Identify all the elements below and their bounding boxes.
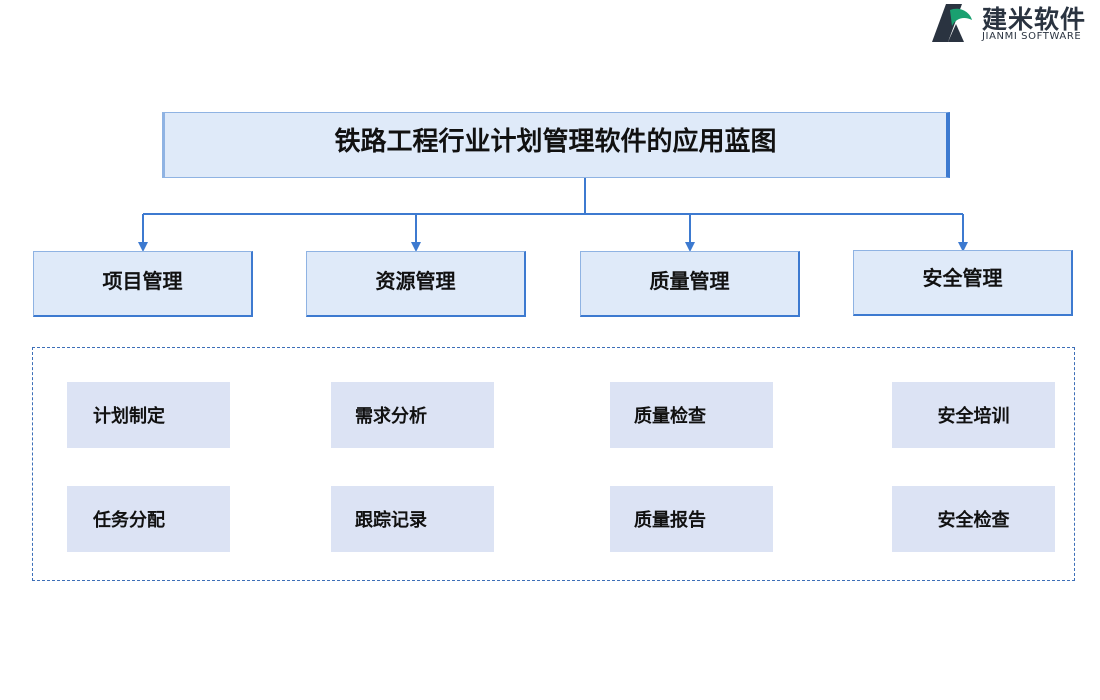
item-box: 任务分配	[67, 486, 230, 552]
item-label: 计划制定	[93, 406, 165, 427]
item-box: 安全培训	[892, 382, 1055, 448]
item-label: 任务分配	[93, 510, 165, 531]
category-label: 安全管理	[922, 266, 1003, 290]
item-label: 需求分析	[355, 406, 427, 427]
item-label: 安全检查	[937, 510, 1010, 531]
sub-items-group	[32, 347, 1075, 581]
category-box-safety: 安全管理	[853, 250, 1073, 316]
category-label: 质量管理	[649, 269, 730, 293]
title-box: 铁路工程行业计划管理软件的应用蓝图	[162, 112, 950, 178]
logo-name-en: JIANMI SOFTWARE	[982, 31, 1082, 42]
item-label: 质量检查	[634, 406, 706, 427]
item-box: 跟踪记录	[331, 486, 494, 552]
category-label: 项目管理	[102, 269, 183, 293]
jianmi-logo-icon	[932, 4, 972, 42]
item-box: 安全检查	[892, 486, 1055, 552]
item-box: 质量报告	[610, 486, 773, 552]
category-box-project: 项目管理	[33, 251, 253, 317]
category-label: 资源管理	[375, 269, 456, 293]
category-box-quality: 质量管理	[580, 251, 800, 317]
item-label: 质量报告	[634, 510, 706, 531]
logo-name-cn: 建米软件	[982, 5, 1087, 34]
item-box: 计划制定	[67, 382, 230, 448]
item-label: 安全培训	[937, 406, 1010, 427]
brand-logo: 建米软件 JIANMI SOFTWARE	[926, 0, 1100, 48]
item-label: 跟踪记录	[355, 510, 427, 531]
item-box: 质量检查	[610, 382, 773, 448]
category-box-resource: 资源管理	[306, 251, 526, 317]
item-box: 需求分析	[331, 382, 494, 448]
diagram-title: 铁路工程行业计划管理软件的应用蓝图	[334, 127, 777, 157]
